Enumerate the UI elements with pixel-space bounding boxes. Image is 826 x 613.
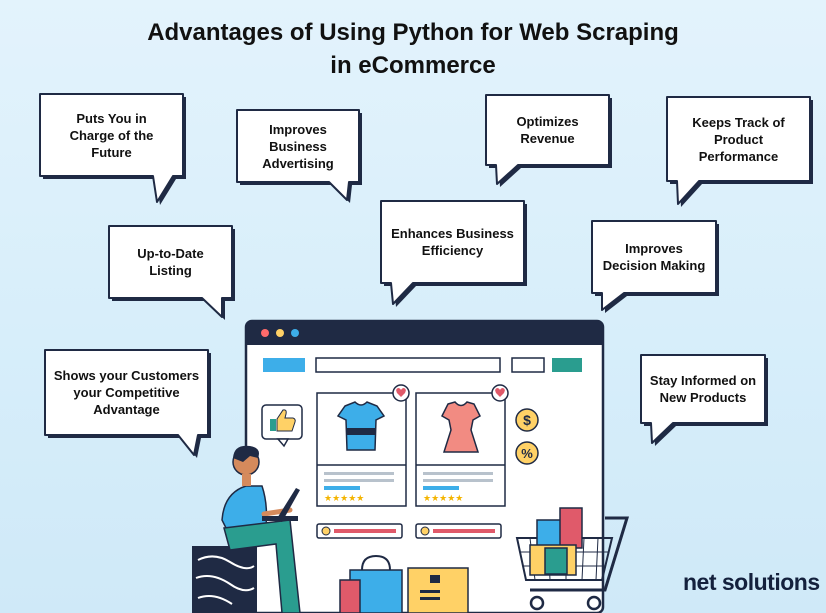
advantage-text-line: Product	[713, 131, 764, 147]
speech-bubble-shape	[485, 94, 612, 187]
advantage-text-line: Business	[269, 138, 327, 154]
advantage-text-line: Decision Making	[602, 258, 706, 273]
shopping-cart-icon	[515, 507, 630, 611]
rating-stars: ★★★★★	[423, 494, 463, 504]
speech-bubble-shape	[591, 220, 719, 313]
advantage-text-line: Improves	[269, 121, 327, 137]
product-card-tshirt: ★★★★★	[316, 384, 410, 539]
advantage-text-line: Charge of the	[69, 127, 154, 143]
advantage-text-line: Keeps Track of	[692, 114, 785, 130]
advantage-text-line: Improves	[625, 241, 683, 256]
advantage-text-line: Future	[91, 144, 132, 160]
diagram-title-line2: in eCommerce	[330, 52, 496, 79]
speech-bubble-shape	[640, 354, 768, 446]
speech-bubble-shape	[666, 96, 813, 207]
advantage-text-line: Stay Informed on	[649, 373, 757, 388]
speech-bubble-shape	[108, 225, 235, 320]
window-maximize-dot	[291, 329, 299, 337]
advantage-text: Stay Informed on New Products	[641, 372, 765, 406]
rating-stars: ★★★★★	[324, 494, 364, 504]
advantage-text-line: New Products	[659, 390, 747, 405]
person-with-laptop	[192, 445, 301, 613]
advantage-text-line: Up-to-Date	[137, 246, 204, 261]
product-card-dress: ★★★★★	[415, 384, 509, 539]
percent-glyph: %	[521, 446, 533, 461]
advantage-text-line: your Competitive	[73, 385, 180, 400]
speech-bubble-shape	[39, 93, 186, 205]
dollar-icon	[515, 408, 539, 432]
advantage-text-line: Performance	[698, 148, 779, 164]
speech-bubble-shape	[380, 200, 527, 307]
advantage-text-line: Revenue	[520, 131, 575, 146]
advantage-text-line: Listing	[149, 263, 192, 278]
shopping-bags	[339, 554, 469, 613]
percent-icon	[515, 441, 539, 465]
window-minimize-dot	[276, 329, 284, 337]
advantage-text-line: Shows your Customers	[53, 368, 200, 383]
thumbs-up-icon	[261, 404, 303, 448]
advantage-text-line: Puts You in	[76, 110, 147, 126]
advantage-text-line: Advantage	[93, 402, 160, 417]
advantage-text-line: Advertising	[262, 155, 334, 171]
window-close-dot	[261, 329, 269, 337]
advantage-text-line: Efficiency	[421, 243, 484, 258]
advantage-text-line: Optimizes	[516, 114, 579, 129]
speech-bubble-shape	[44, 349, 211, 458]
advantage-bubble: Stay Informed on New Products	[640, 354, 768, 446]
advantage-text-line: Enhances Business	[391, 226, 514, 241]
dollar-glyph: $	[523, 412, 531, 428]
speech-bubble-shape	[236, 109, 362, 203]
diagram-title-line1: Advantages of Using Python for Web Scrap…	[147, 19, 679, 46]
brand-logo: net solutions	[683, 569, 820, 595]
